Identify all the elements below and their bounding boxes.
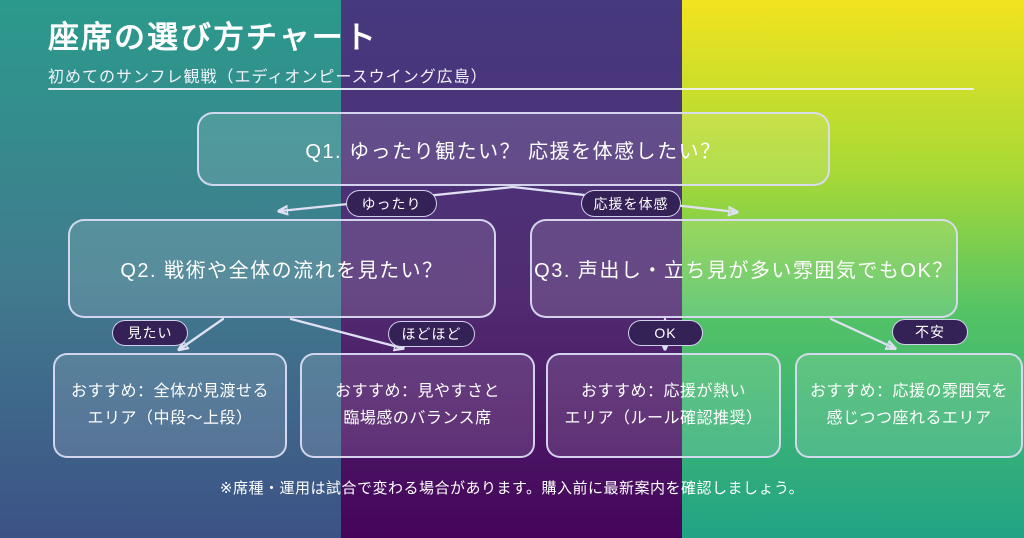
page-title: 座席の選び方チャート bbox=[48, 20, 378, 55]
question-label: Q3. 声出し・立ち見が多い雰囲気でもOK？ bbox=[534, 260, 954, 282]
recommendation-line: おすすめ：全体が見渡せる bbox=[70, 383, 269, 401]
question-label: Q2. 戦術や全体の流れを見たい？ bbox=[120, 260, 444, 282]
recommendation-node-balance-seat: おすすめ：見やすさと 臨場感のバランス席 bbox=[300, 353, 535, 458]
recommendation-text: おすすめ：応援が熱い エリア（ルール確認推奨） bbox=[564, 379, 762, 432]
branch-label-text: ゆったり bbox=[361, 195, 422, 212]
recommendation-line: 臨場感のバランス席 bbox=[343, 409, 492, 427]
branch-label-text: 不安 bbox=[915, 324, 945, 340]
recommendation-line: おすすめ：応援が熱い bbox=[580, 383, 746, 401]
recommendation-node-hot-support-area: おすすめ：応援が熱い エリア（ルール確認推奨） bbox=[546, 353, 781, 458]
recommendation-node-overview-area: おすすめ：全体が見渡せる エリア（中段〜上段） bbox=[53, 353, 287, 458]
title-underline bbox=[48, 88, 974, 90]
question-node-q2: Q2. 戦術や全体の流れを見たい？ bbox=[68, 219, 496, 318]
recommendation-line: おすすめ：応援の雰囲気を bbox=[809, 383, 1008, 401]
branch-label-mitai: 見たい bbox=[112, 320, 188, 346]
recommendation-text: おすすめ：全体が見渡せる エリア（中段〜上段） bbox=[71, 379, 269, 432]
branch-label-text: ほどほど bbox=[401, 326, 462, 342]
recommendation-line: おすすめ：見やすさと bbox=[334, 383, 500, 401]
branch-label-text: 応援を体感 bbox=[593, 195, 669, 212]
recommendation-node-seated-atmosphere-area: おすすめ：応援の雰囲気を 感じつつ座れるエリア bbox=[795, 353, 1023, 458]
footer-disclaimer: ※席種・運用は試合で変わる場合があります。購入前に最新案内を確認しましょう。 bbox=[219, 480, 805, 497]
header: 座席の選び方チャート 初めてのサンフレ観戦（エディオンピースウイング広島） bbox=[48, 20, 978, 90]
recommendation-line: エリア（中段〜上段） bbox=[87, 409, 253, 427]
recommendation-line: 感じつつ座れるエリア bbox=[826, 409, 992, 427]
branch-label-ok: OK bbox=[628, 320, 703, 346]
recommendation-text: おすすめ：見やすさと 臨場感のバランス席 bbox=[335, 379, 500, 432]
page-subtitle: 初めてのサンフレ観戦（エディオンピースウイング広島） bbox=[48, 68, 488, 86]
question-node-q3: Q3. 声出し・立ち見が多い雰囲気でもOK？ bbox=[530, 219, 958, 318]
branch-label-text: OK bbox=[654, 325, 677, 341]
recommendation-text: おすすめ：応援の雰囲気を 感じつつ座れるエリア bbox=[810, 379, 1008, 432]
branch-label-text: 見たい bbox=[127, 325, 173, 341]
recommendation-line: エリア（ルール確認推奨） bbox=[564, 409, 763, 427]
branch-label-yuttari: ゆったり bbox=[346, 190, 437, 217]
question-node-q1: Q1. ゆったり観たい？ 応援を体感したい？ bbox=[197, 112, 830, 186]
branch-label-hodohodo: ほどほど bbox=[388, 321, 475, 347]
branch-label-ouen-taikan: 応援を体感 bbox=[581, 190, 681, 217]
branch-label-fuan: 不安 bbox=[892, 319, 968, 345]
question-label: Q1. ゆったり観たい？ 応援を体感したい？ bbox=[305, 140, 722, 163]
